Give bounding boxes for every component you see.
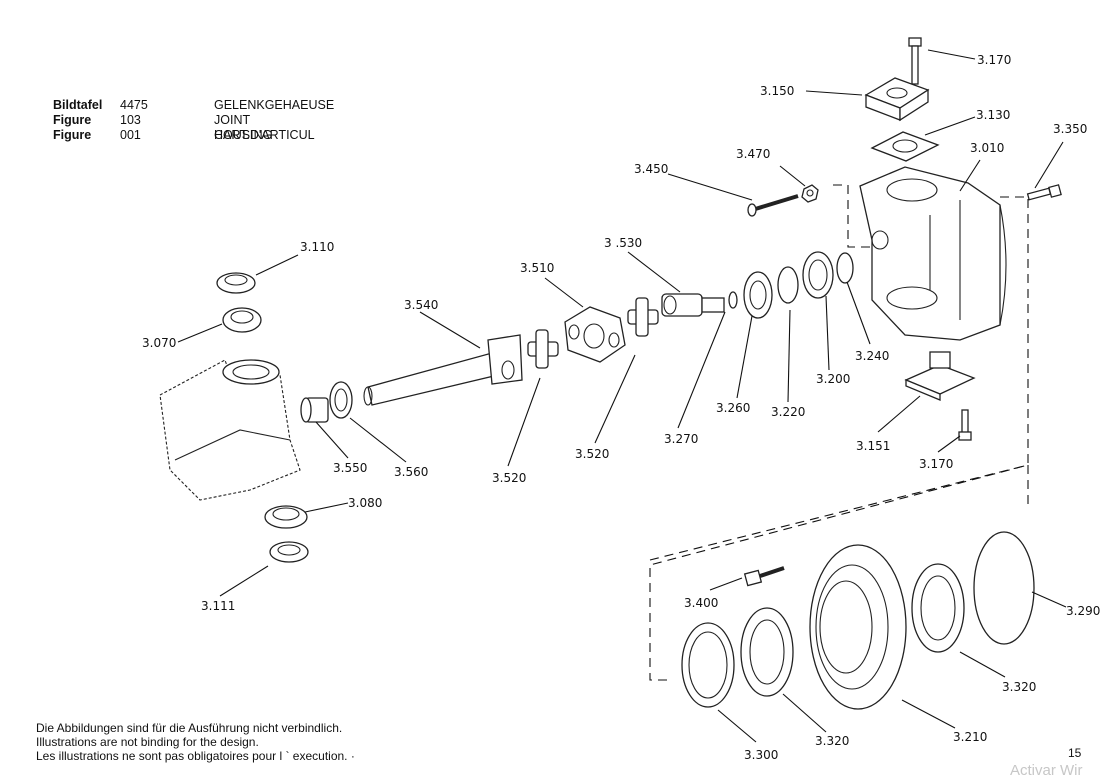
disclaimer-english: Illustrations are not binding for the de… <box>36 735 259 749</box>
seal-3111 <box>269 541 309 563</box>
label-3150: 3.150 <box>760 84 794 98</box>
flange-yoke-3530 <box>661 293 725 317</box>
label-3220: 3.220 <box>771 405 805 419</box>
small-ring <box>728 291 738 309</box>
label-3530: 3 .530 <box>604 236 642 250</box>
disclaimer: Die Abbildungen sind für die Ausführung … <box>36 721 355 763</box>
dashed-outline-housing <box>833 184 870 248</box>
label-3170-bottom: 3.170 <box>919 457 953 471</box>
bolt-3170-top <box>908 37 922 85</box>
label-3320-right: 3.320 <box>1002 680 1036 694</box>
disclaimer-french: Les illustrations ne sont pas obligatoir… <box>36 749 355 763</box>
label-3520-left: 3.520 <box>492 471 526 485</box>
label-3300: 3.300 <box>744 748 778 762</box>
part-labels: 3.170 3.150 3.130 3.350 3.010 3.470 3.45… <box>142 53 1100 762</box>
label-3400: 3.400 <box>684 596 718 610</box>
label-3290: 3.290 <box>1066 604 1100 618</box>
cover-plate-3150 <box>864 77 930 122</box>
axle-housing-ghost <box>159 359 301 501</box>
figure-header: Bildtafel 4475 103 001 GELENKGEHAEUSE Fi… <box>53 98 334 143</box>
label-3270: 3.270 <box>664 432 698 446</box>
bushing-3550 <box>300 397 329 423</box>
double-yoke-3510 <box>564 306 626 363</box>
label-3540: 3.540 <box>404 298 438 312</box>
gasket-3130 <box>870 131 940 162</box>
axle-shaft-3540 <box>363 334 523 406</box>
dashed-outline-right <box>649 196 1029 681</box>
disclaimer-german: Die Abbildungen sind für die Ausführung … <box>36 721 343 735</box>
circlip-3240 <box>836 252 854 284</box>
seal-3560 <box>329 381 353 419</box>
long-bolt-3450 <box>747 194 799 217</box>
figure-number: 4475 103 001 <box>120 98 148 142</box>
label-3151: 3.151 <box>856 439 890 453</box>
label-3200: 3.200 <box>816 372 850 386</box>
leader-lines <box>177 49 1067 743</box>
dashed-outline-diagonal <box>649 464 1029 561</box>
label-3350: 3.350 <box>1053 122 1087 136</box>
label-3130: 3.130 <box>976 108 1010 122</box>
spider-3520-right <box>627 297 659 337</box>
hub-flange-3210 <box>809 544 907 710</box>
label-3010: 3.010 <box>970 141 1004 155</box>
lower-cover-3151 <box>904 351 976 401</box>
bolt-3170-bottom <box>958 409 972 441</box>
page-number: 15 <box>1068 746 1082 760</box>
title-english: JOINT HOUSING <box>214 113 273 142</box>
stud-3400 <box>743 566 785 587</box>
seal-3110 <box>216 272 256 294</box>
bearing-3200 <box>802 251 834 299</box>
title-french: CART.D'ARTICUL <box>214 128 315 142</box>
title-german: GELENKGEHAEUSE <box>214 98 335 112</box>
seal-ring-3260 <box>743 271 773 319</box>
label-3210: 3.210 <box>953 730 987 744</box>
bearing-3070 <box>222 307 262 333</box>
label-3450: 3.450 <box>634 162 668 176</box>
label-3520-right: 3.520 <box>575 447 609 461</box>
header-key-bildtafel: Bildtafel <box>53 98 103 112</box>
tapered-bearing-3320-left <box>740 607 794 697</box>
label-3110: 3.110 <box>300 240 334 254</box>
o-ring-3290 <box>973 531 1035 645</box>
circlip-3220 <box>777 266 799 304</box>
label-3470: 3.470 <box>736 147 770 161</box>
label-3550: 3.550 <box>333 461 367 475</box>
label-3070: 3.070 <box>142 336 176 350</box>
label-3510: 3.510 <box>520 261 554 275</box>
header-key-figure-en: Figure <box>53 113 92 127</box>
header-key-figure-fr: Figure <box>53 128 92 142</box>
bearing-3080 <box>264 505 308 529</box>
label-3560: 3.560 <box>394 465 428 479</box>
label-3170-top: 3.170 <box>977 53 1011 67</box>
label-3240: 3.240 <box>855 349 889 363</box>
label-3080: 3.080 <box>348 496 382 510</box>
spider-3520-left <box>527 329 559 369</box>
screw-3350 <box>1026 184 1062 201</box>
seal-ring-3300 <box>681 622 735 708</box>
nut-3470 <box>801 184 819 203</box>
activation-watermark: Activar Wir <box>1010 762 1083 779</box>
joint-housing-3010 <box>859 166 1007 341</box>
tapered-bearing-3320-right <box>911 563 965 653</box>
label-3260: 3.260 <box>716 401 750 415</box>
label-3320-left: 3.320 <box>815 734 849 748</box>
label-3111: 3.111 <box>201 599 235 613</box>
